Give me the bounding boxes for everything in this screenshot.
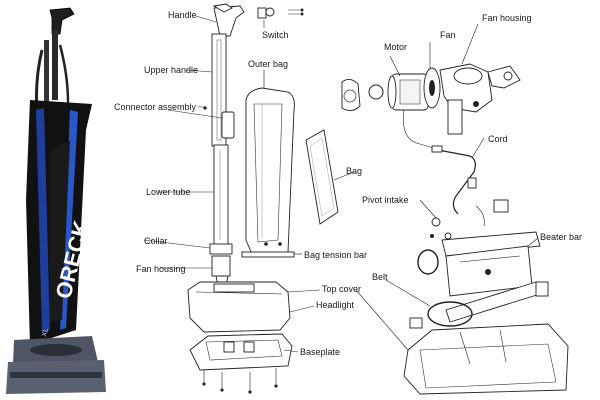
motor-assembly: [341, 63, 521, 151]
vacuum-photo: ORECK XL: [6, 7, 106, 394]
part-labels: Handle Switch Upper handle Outer bag Mot…: [114, 10, 582, 357]
label-headlight: Headlight: [316, 300, 355, 310]
label-motor: Motor: [384, 42, 407, 52]
label-top-cover: Top cover: [322, 284, 361, 294]
label-handle: Handle: [168, 10, 197, 20]
label-bag: Bag: [346, 166, 362, 176]
label-fan: Fan: [440, 30, 456, 40]
cord-drawing: [431, 145, 477, 215]
outer-bag-drawing: [245, 87, 295, 255]
base-drawing: [187, 281, 293, 394]
model-text: XL: [41, 327, 50, 337]
label-fan-housing-top: Fan housing: [482, 13, 532, 23]
bag-tension-bar: [241, 251, 295, 258]
handle-assembly: [197, 3, 304, 287]
label-switch: Switch: [262, 30, 289, 40]
label-fan-housing-left: Fan housing: [136, 264, 186, 274]
paper-bag-drawing: [305, 129, 339, 225]
label-outer-bag: Outer bag: [248, 59, 288, 69]
label-beater-bar: Beater bar: [540, 232, 582, 242]
label-cord: Cord: [488, 134, 508, 144]
leader-lines: [143, 15, 539, 353]
label-baseplate: Baseplate: [300, 347, 340, 357]
label-upper-handle: Upper handle: [144, 65, 198, 75]
label-belt: Belt: [372, 272, 388, 282]
label-connector-assembly: Connector assembly: [114, 102, 197, 112]
label-pivot-intake: Pivot intake: [362, 195, 409, 205]
lower-assembly: [403, 199, 569, 395]
label-bag-tension-bar: Bag tension bar: [304, 250, 367, 260]
label-collar: Collar: [144, 236, 168, 246]
label-lower-tube: Lower tube: [146, 187, 191, 197]
